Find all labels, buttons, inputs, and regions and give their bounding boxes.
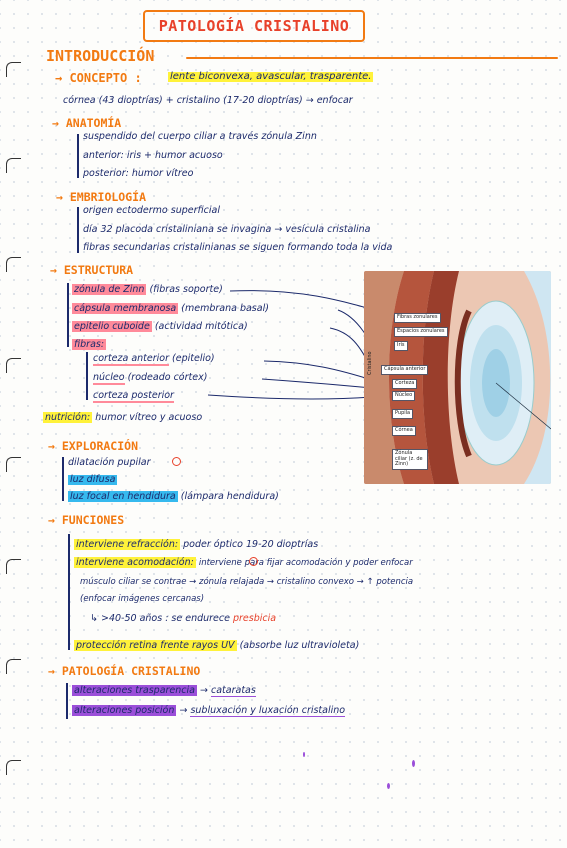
exploracion-item: luz focal en hendidura	[68, 491, 178, 502]
estructura-bracket	[67, 283, 69, 347]
fibras-note: (epitelio)	[172, 353, 215, 364]
ink-dot	[387, 783, 390, 789]
presbicia-term: presbicia	[233, 613, 277, 624]
eye-label: Córnea	[392, 426, 416, 436]
funcion-text: interviene para fijar acomodación y pode…	[198, 558, 413, 568]
binder-hook	[6, 62, 21, 77]
anatomia-label: → ANATOMÍA	[52, 116, 122, 130]
intro-heading: INTRODUCCIÓN	[46, 47, 155, 65]
intro-rule	[186, 57, 558, 59]
funcion-key: protección retina frente rayos UV	[74, 640, 237, 651]
exploracion-item: dilatación pupilar	[68, 457, 151, 468]
funcion-text: poder óptico 19-20 dioptrías	[183, 539, 319, 550]
concepto-detail: córnea (43 dioptrías) + cristalino (17-2…	[63, 95, 353, 106]
binder-hook	[6, 158, 21, 173]
binder-hook	[6, 659, 21, 674]
binder-hook	[6, 559, 21, 574]
patologia-key: alteraciones posición	[72, 705, 177, 716]
estructura-label: → ESTRUCTURA	[50, 263, 134, 277]
funciones-bracket	[68, 534, 70, 650]
patologia-key: alteraciones trasparencia	[72, 685, 197, 696]
page-title: PATOLOGÍA CRISTALINO	[143, 10, 365, 42]
exploracion-label: → EXPLORACIÓN	[48, 439, 139, 453]
embriologia-item: fibras secundarias cristalinianas se sig…	[83, 242, 393, 253]
patologia-label: → PATOLOGÍA CRISTALINO	[48, 664, 201, 678]
patologia-value: subluxación y luxación cristalino	[190, 705, 346, 717]
fibras-key: corteza anterior	[93, 353, 170, 366]
embriologia-label: → EMBRIOLOGÍA	[56, 190, 147, 204]
estructura-key: cápsula membranosa	[72, 303, 179, 314]
funcion-key: interviene acomodación:	[74, 557, 196, 568]
patologia-value: cataratas	[211, 685, 256, 697]
anatomia-item: anterior: iris + humor acuoso	[83, 150, 223, 161]
fibras-key: corteza posterior	[93, 390, 174, 403]
fibras-key: núcleo	[93, 372, 125, 385]
exploracion-item: luz difusa	[68, 474, 118, 485]
estructura-key: zónula de Zinn	[72, 284, 147, 295]
eye-label: Zónula ciliar (z. de Zinn)	[392, 449, 428, 470]
ink-dot	[412, 760, 415, 767]
exploracion-note: (lámpara hendidura)	[180, 491, 279, 502]
funcion-text: (absorbe luz ultravioleta)	[239, 640, 360, 651]
binder-hook	[6, 760, 21, 775]
funcion-line: ↳ >40-50 años : se endurece	[90, 613, 230, 624]
estructura-key: epitelio cuboide	[72, 321, 152, 332]
embriologia-item: día 32 placoda cristaliniana se invagina…	[83, 224, 371, 235]
funcion-line: (enfocar imágenes cercanas)	[80, 594, 205, 604]
nutricion-text: humor vítreo y acuoso	[95, 412, 203, 423]
concepto-label: → CONCEPTO :	[55, 71, 142, 85]
exploracion-bracket	[62, 457, 64, 501]
eye-label: Espacios zonulares	[394, 327, 448, 337]
binder-hook	[6, 257, 21, 272]
ink-dot	[303, 752, 305, 757]
embriologia-bracket	[77, 207, 79, 253]
funciones-label: → FUNCIONES	[48, 513, 125, 527]
eye-anatomy-figure: Fibras zonulares Espacios zonulares Iris…	[364, 271, 551, 484]
estructura-key: fibras:	[72, 339, 107, 350]
anatomia-bracket	[77, 134, 79, 178]
binder-hook	[6, 457, 21, 472]
concepto-text: lente biconvexa, avascular, trasparente.	[168, 71, 374, 82]
anatomia-item: suspendido del cuerpo ciliar a través zó…	[83, 131, 317, 142]
eye-label: Núcleo	[392, 391, 416, 401]
smiley-icon	[172, 457, 181, 466]
embriologia-item: origen ectodermo superficial	[83, 205, 220, 216]
funcion-line: músculo ciliar se contrae → zónula relaj…	[80, 577, 414, 587]
estructura-note: (fibras soporte)	[149, 284, 223, 295]
funcion-key: interviene refracción:	[74, 539, 181, 550]
patologia-bracket	[66, 683, 68, 719]
eye-label: Pupila	[392, 409, 414, 419]
eye-side-label: Cristalino	[367, 351, 373, 375]
fibras-note: (rodeado córtex)	[127, 372, 208, 383]
eye-label: Corteza	[392, 379, 418, 389]
eye-illustration	[364, 271, 551, 484]
smiley-icon	[249, 557, 258, 566]
eye-label: Iris	[394, 341, 408, 351]
estructura-note: (actividad mitótica)	[154, 321, 248, 332]
fibras-bracket	[86, 352, 88, 400]
eye-label: Fibras zonulares	[394, 313, 441, 323]
estructura-note: (membrana basal)	[181, 303, 269, 314]
anatomia-item: posterior: humor vítreo	[83, 168, 194, 179]
eye-label: Cápsula anterior	[381, 365, 429, 375]
nutricion-label: nutrición:	[43, 412, 93, 423]
binder-hook	[6, 358, 21, 373]
